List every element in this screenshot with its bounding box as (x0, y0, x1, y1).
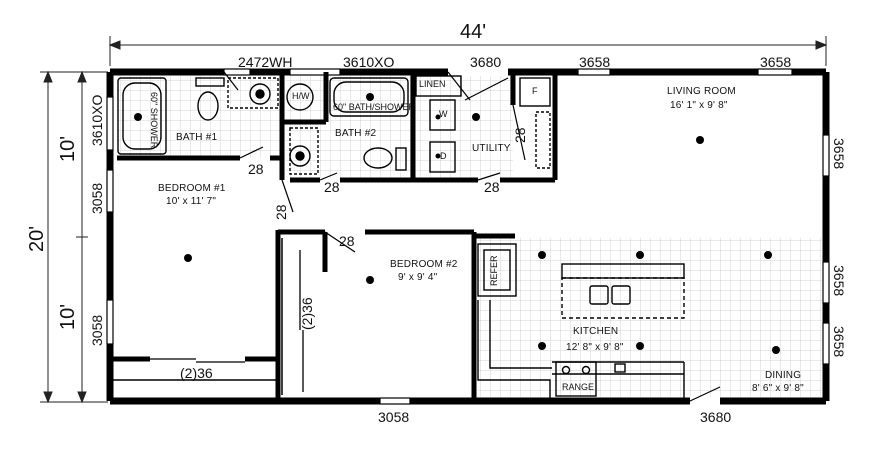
bedroom1-name: BEDROOM #1 (158, 183, 226, 194)
range-label: RANGE (562, 382, 595, 392)
utility-fixtures (415, 75, 551, 173)
closet2-label: (2)36 (299, 297, 315, 330)
kitchen-fixtures (477, 243, 685, 401)
dimension-lines (40, 36, 828, 404)
door-bath2-label: 28 (324, 179, 340, 195)
window-bedroom1-lower-label: 3058 (89, 314, 105, 346)
window-bedroom1-label: 3058 (89, 182, 105, 214)
bath1-fixtures (117, 77, 279, 155)
kitchen-name: KITCHEN (573, 326, 619, 337)
door-bedroom1-label: 28 (273, 204, 289, 220)
left-lower-dim-label: 10' (57, 303, 79, 330)
closet1-label: (2)36 (180, 365, 213, 381)
bedroom2-name: BEDROOM #2 (390, 259, 458, 270)
linen-label: LINEN (419, 79, 446, 89)
furnace-label: F (532, 86, 538, 96)
front-door-label: 3680 (470, 54, 502, 70)
utility-name: UTILITY (472, 143, 511, 154)
bath2-fixtures (286, 77, 409, 175)
interior-walls (113, 72, 558, 401)
washer-label: W (439, 109, 448, 119)
overall-depth-label: 20' (26, 225, 48, 252)
door-bedroom2-label: 28 (339, 233, 355, 249)
door-bath1-label: 28 (248, 161, 264, 177)
kitchen-size: 12' 8" x 9' 8" (566, 342, 624, 353)
window-right-dining-label: 3658 (831, 326, 847, 358)
window-living-2-label: 3658 (760, 54, 792, 70)
dryer-label: D (440, 151, 447, 161)
bath2-name: BATH #2 (335, 128, 377, 139)
door-utility-top-label: 28 (512, 127, 528, 143)
bedroom1-size: 10' x 11' 7" (166, 196, 217, 207)
tile-flooring (117, 76, 822, 397)
door-utility-bottom-label: 28 (484, 179, 500, 195)
window-bath1-label: 3610XO (89, 94, 105, 146)
bath1-name: BATH #1 (176, 132, 218, 143)
door-swings (223, 71, 721, 402)
overall-width-label: 44' (460, 21, 487, 43)
light-fixtures (134, 93, 780, 354)
bedroom2-size: 9' x 9' 4" (398, 272, 438, 283)
window-top-bath2-label: 3610XO (343, 54, 395, 70)
window-bottom-bedroom2-label: 3058 (378, 409, 410, 425)
dining-size: 8' 6" x 9' 8" (752, 383, 804, 394)
window-right-living-label: 3658 (831, 138, 847, 170)
refrigerator-label: REFER (489, 255, 499, 286)
rear-door-label: 3680 (700, 409, 732, 425)
water-heater-label: H/W (292, 91, 310, 101)
window-top-bath-label: 2472WH (238, 54, 293, 70)
closet-doors (150, 250, 304, 392)
exterior-walls (106, 68, 830, 405)
dining-name: DINING (765, 370, 802, 381)
shower1-label: 60" SHOWER (149, 92, 159, 149)
window-right-kitchen-label: 3658 (831, 265, 847, 297)
window-frames (106, 68, 830, 405)
bath-shower2-label: 60" BATH/SHOWER (333, 102, 416, 112)
living-name: LIVING ROOM (667, 86, 736, 97)
left-upper-dim-label: 10' (57, 135, 79, 162)
living-size: 16' 1" x 9' 8" (670, 100, 728, 111)
window-living-1-label: 3658 (579, 54, 611, 70)
